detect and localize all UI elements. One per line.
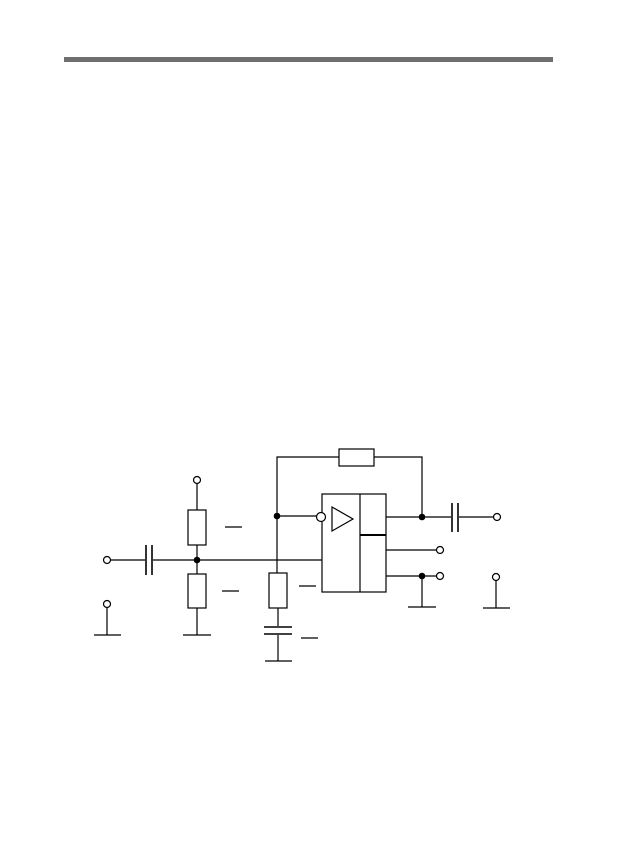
amplifier-ic — [315, 493, 387, 593]
header-rule — [64, 57, 553, 62]
output-capacitor — [451, 503, 459, 532]
left-ground-terminal — [94, 599, 121, 636]
aux-pins — [386, 545, 445, 608]
rc-branch — [264, 515, 318, 662]
inverting-input-bubble — [315, 511, 327, 523]
right-ground-terminal — [483, 572, 510, 609]
aux-terminal-2 — [435, 571, 445, 581]
output-terminal — [492, 512, 502, 522]
output-section — [386, 503, 502, 532]
feedback-path — [276, 448, 423, 517]
aux-terminal-1 — [435, 545, 445, 555]
junction-dot — [273, 512, 281, 520]
feedback-resistor — [338, 448, 375, 467]
junctions — [193, 512, 426, 580]
rc-resistor — [268, 572, 288, 609]
amplifier-triangle-icon — [331, 505, 355, 533]
junction-dot — [418, 572, 426, 580]
lower-bias-resistor — [187, 573, 207, 609]
upper-bias-resistor — [187, 509, 207, 546]
input-section — [102, 545, 322, 575]
supply-terminal — [192, 475, 202, 485]
input-capacitor — [145, 545, 153, 575]
rc-capacitor — [264, 626, 292, 635]
junction-dot — [193, 556, 201, 564]
junction-dot — [418, 513, 426, 521]
input-terminal — [102, 555, 112, 565]
bias-divider — [183, 475, 242, 636]
